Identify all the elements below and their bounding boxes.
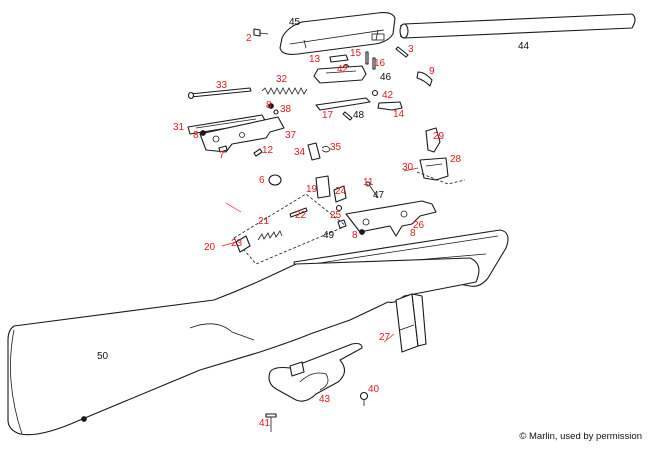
part-screw-40 [359, 391, 369, 406]
label-7: 7 [219, 150, 225, 161]
part-extractor-9 [416, 71, 433, 87]
part-stock [7, 257, 480, 436]
label-24: 24 [335, 186, 347, 197]
label-11: 11 [363, 177, 374, 188]
part-screw-41 [265, 413, 277, 432]
label-48: 48 [353, 110, 365, 121]
label-38: 38 [280, 104, 292, 115]
label-30: 30 [402, 162, 414, 173]
label-44: 44 [518, 41, 530, 52]
label-20: 20 [204, 242, 216, 253]
label-28: 28 [450, 154, 462, 165]
label-13: 13 [309, 54, 321, 65]
leader-lines [221, 167, 419, 343]
part-pins-11-47 [365, 181, 379, 199]
part-17 [315, 97, 371, 111]
label-32: 32 [276, 74, 288, 85]
label-47: 47 [373, 190, 385, 201]
part-pin-3 [395, 46, 409, 58]
part-spring-32 [261, 87, 308, 95]
label-16: 16 [374, 58, 386, 69]
label-14: 14 [393, 109, 405, 120]
label-37: 37 [285, 130, 297, 141]
label-8d: 8 [410, 228, 416, 239]
label-8c: 8 [352, 230, 358, 241]
label-31: 31 [173, 122, 185, 133]
label-6: 6 [259, 175, 265, 186]
part-group-7-12 [218, 145, 263, 157]
label-8b: 8 [193, 130, 199, 141]
label-9: 9 [429, 66, 435, 77]
part-group-25-49 [335, 204, 365, 235]
part-bolt [313, 65, 367, 84]
subassembly-outline [233, 193, 347, 265]
label-43: 43 [319, 394, 331, 405]
label-35: 35 [330, 142, 342, 153]
label-49: 49 [323, 230, 335, 241]
part-group-34-35 [307, 142, 331, 161]
label-34: 34 [294, 147, 306, 158]
label-45: 45 [289, 17, 301, 28]
part-group-14 [371, 89, 403, 111]
label-23: 23 [231, 238, 243, 249]
label-27: 27 [379, 332, 391, 343]
part-barrel [399, 13, 636, 39]
copyright-credit: © Marlin, used by permission [519, 431, 642, 442]
label-17: 17 [322, 110, 334, 121]
part-screw-2 [253, 28, 269, 37]
label-12: 12 [262, 145, 274, 156]
label-42a: 42 [337, 64, 349, 75]
label-41: 41 [259, 418, 271, 429]
label-8a: 8 [266, 100, 272, 111]
label-22: 22 [295, 210, 307, 221]
label-46: 46 [380, 72, 392, 83]
part-magazine [395, 293, 427, 353]
label-2: 2 [246, 33, 252, 44]
part-group-13-16 [329, 51, 376, 71]
label-40: 40 [368, 384, 380, 395]
label-25: 25 [330, 210, 342, 221]
part-6 [268, 174, 282, 186]
part-housing-26 [345, 200, 437, 237]
part-group-28-30 [416, 127, 466, 185]
part-firing-pin [187, 87, 252, 100]
part-group-8-38 [200, 103, 279, 136]
part-plate-37 [199, 116, 285, 153]
part-receiver [279, 12, 396, 55]
part-pin-48 [342, 111, 353, 121]
label-42b: 42 [382, 90, 394, 101]
label-15: 15 [350, 48, 362, 59]
part-group-21-23 [235, 207, 308, 253]
label-29: 29 [433, 131, 445, 142]
label-26: 26 [413, 220, 425, 231]
part-labels: 2 3 6 7 8 8 8 8 9 11 12 13 14 15 16 17 1… [97, 17, 530, 429]
label-19: 19 [306, 184, 318, 195]
part-group-19-24 [315, 175, 347, 203]
label-3: 3 [408, 44, 414, 55]
part-trigger-guard [268, 342, 363, 402]
label-50: 50 [97, 351, 109, 362]
label-21: 21 [258, 216, 270, 227]
label-33: 33 [216, 80, 228, 91]
